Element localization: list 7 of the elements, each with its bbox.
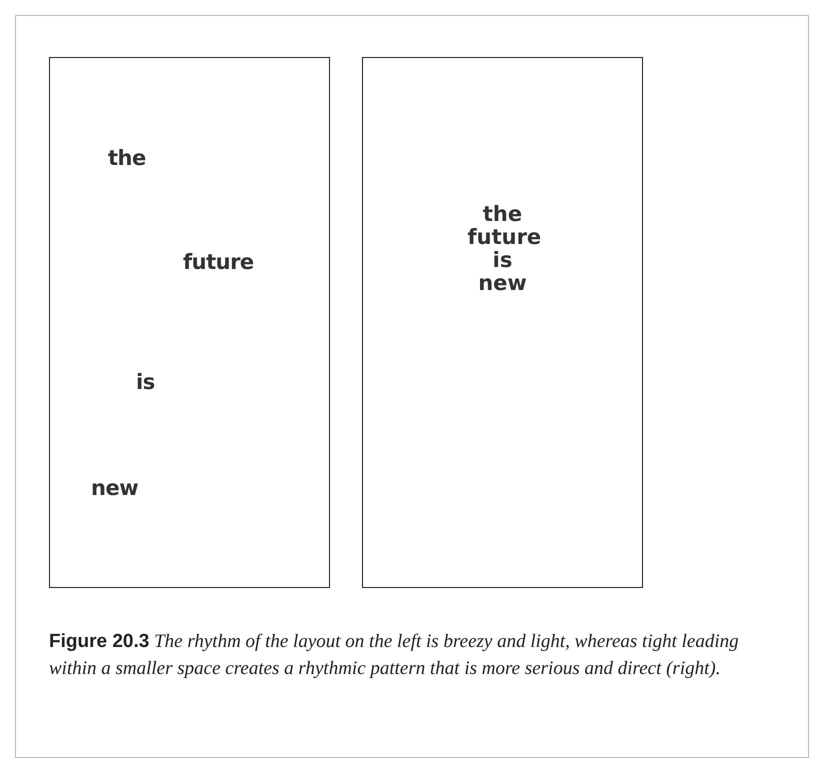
- figure-caption: Figure 20.3 The rhythm of the layout on the left is breezy and light, whereas tight leading within a smaller space creates a rhythmic pattern that is more serious and direct (right).: [49, 630, 740, 681]
- word-text: new: [91, 476, 138, 500]
- layout-panel: [49, 57, 330, 588]
- word-text: future: [183, 250, 254, 274]
- word-text: the: [108, 146, 146, 170]
- word-text: is: [136, 370, 155, 394]
- layout-panel: [362, 57, 643, 588]
